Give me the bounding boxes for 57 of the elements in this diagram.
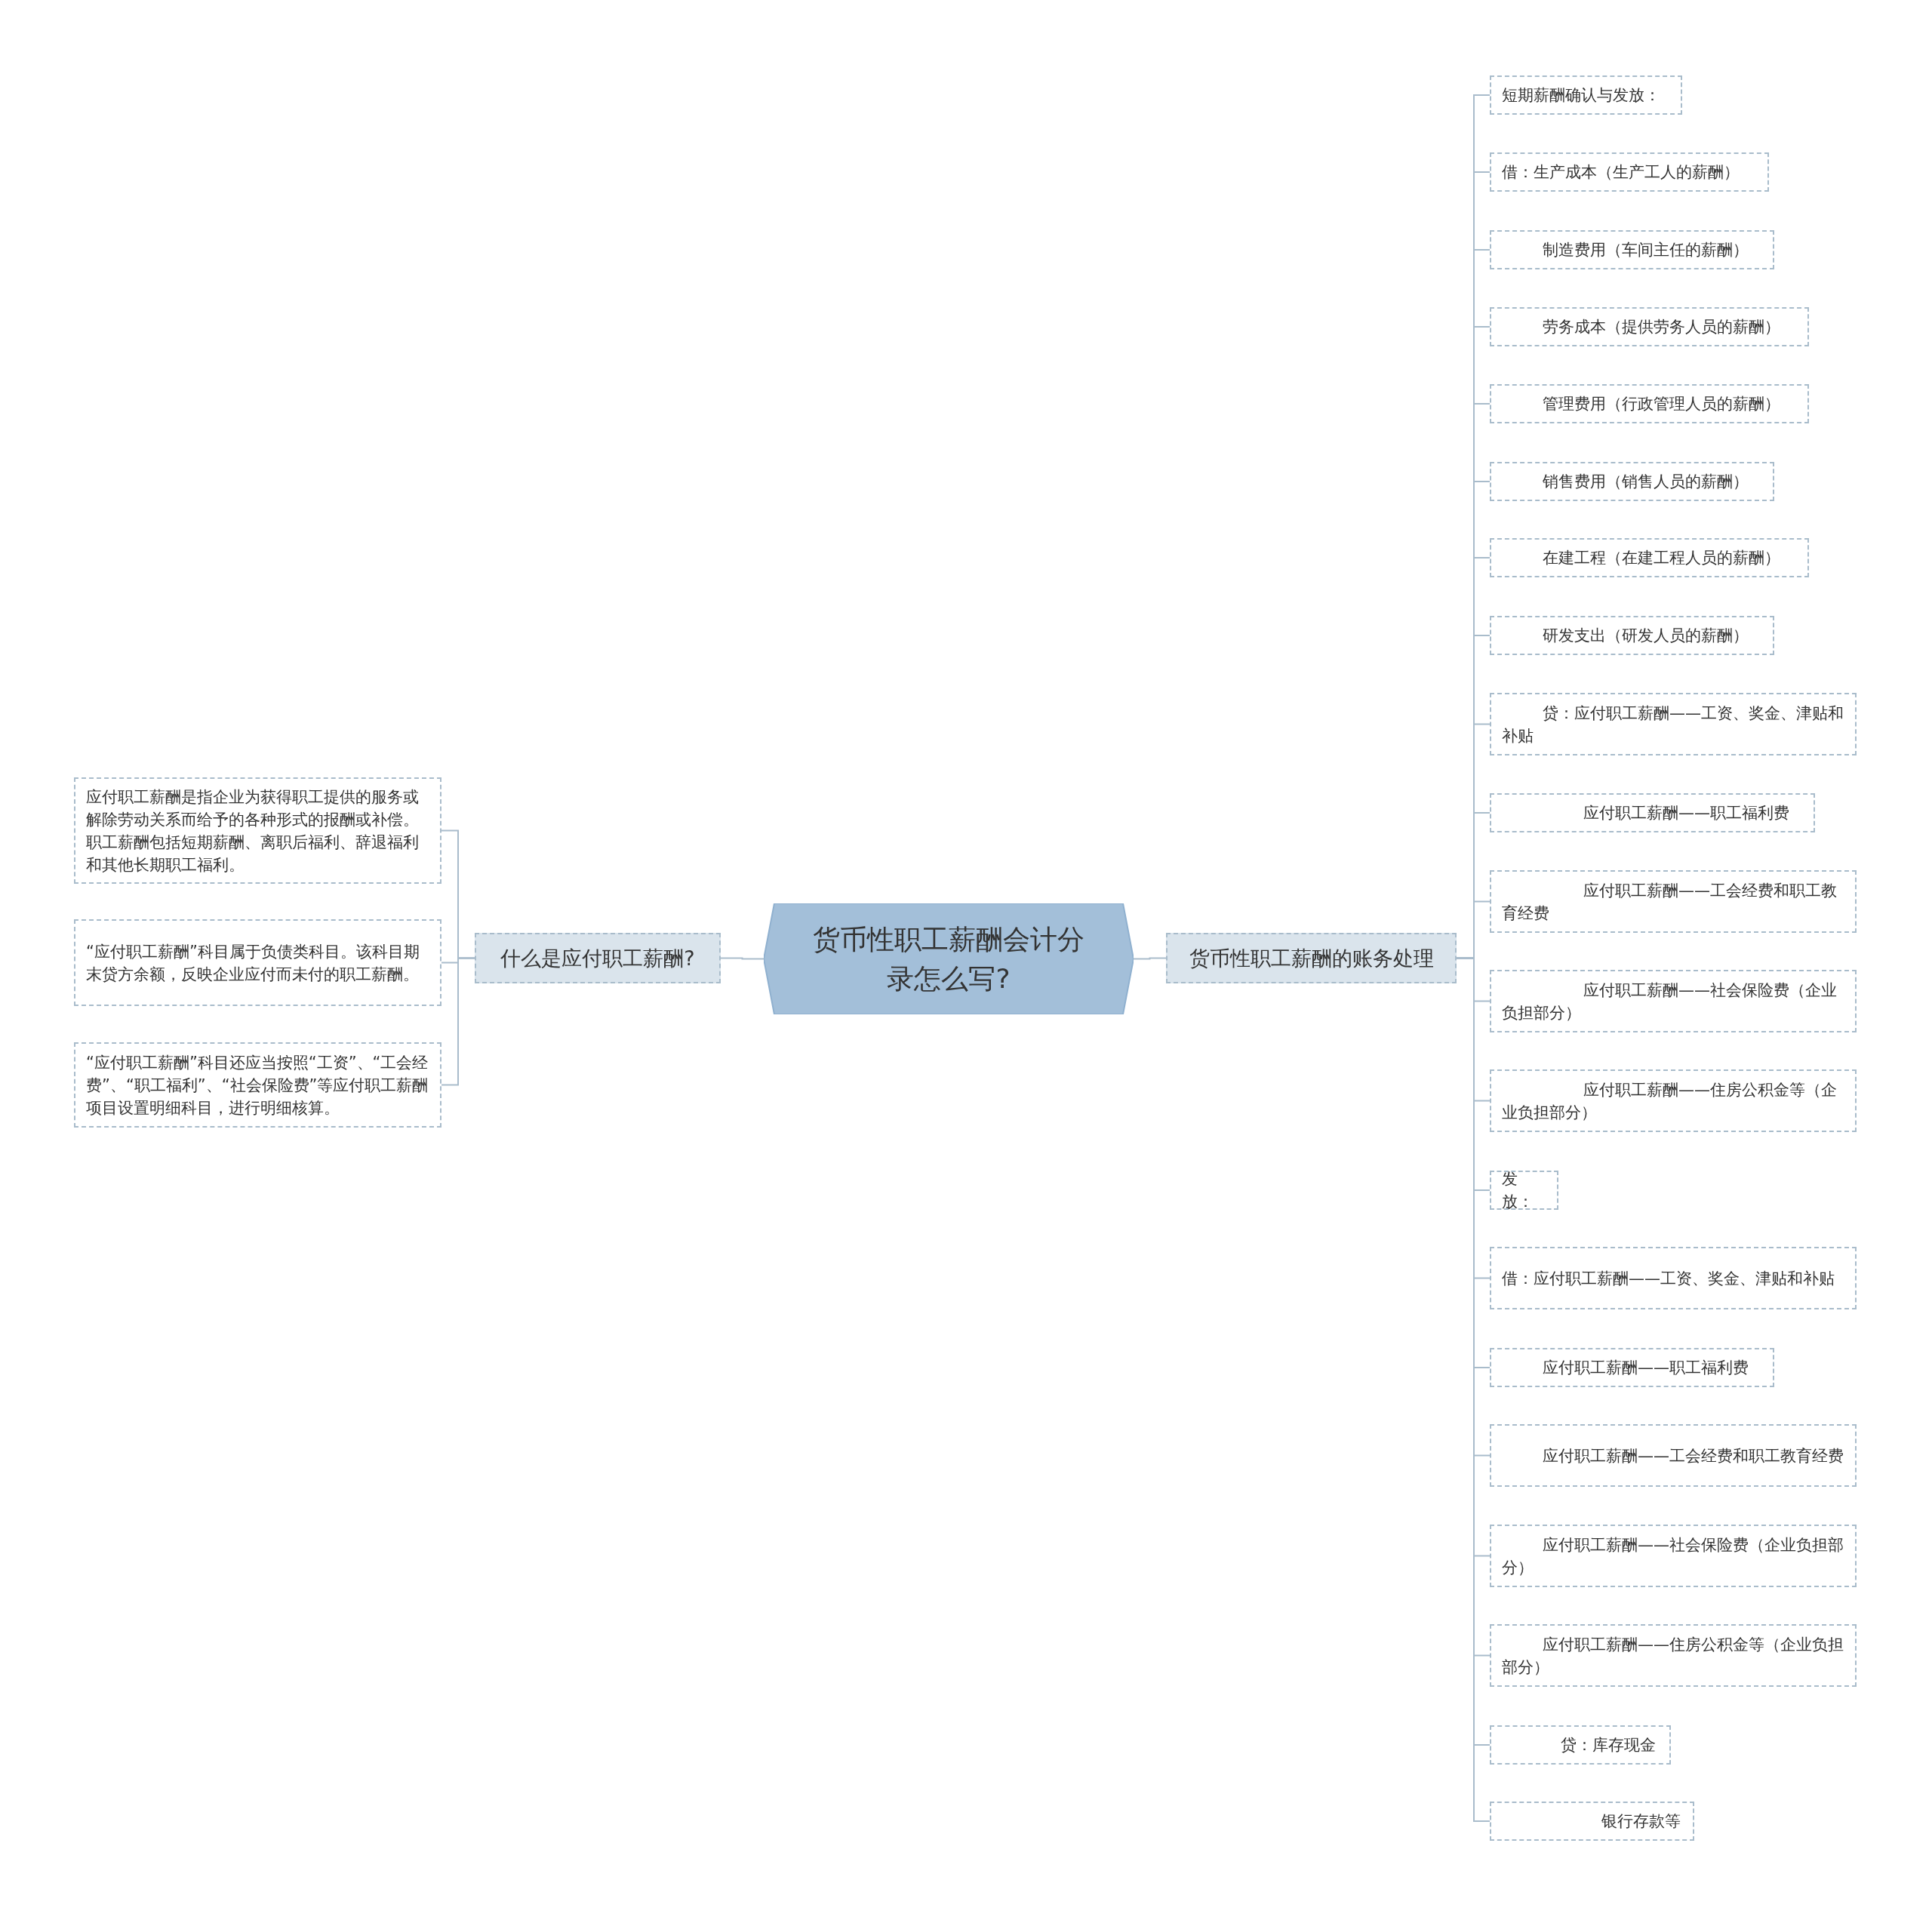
note-text: 制造费用（车间主任的薪酬） <box>1542 240 1749 260</box>
note-text: 借：生产成本（生产工人的薪酬） <box>1502 162 1740 183</box>
leaf-note-box <box>1490 616 1774 655</box>
note-text: 应付职工薪酬——工会经费和职工教育经费 <box>1502 880 1838 924</box>
leaf-note-box <box>1490 1069 1857 1132</box>
leaf-note-box <box>1490 1725 1671 1765</box>
note-text: 银行存款等 <box>1601 1811 1681 1832</box>
leaf-note-box <box>1490 462 1774 501</box>
leaf-note-box <box>1490 538 1809 577</box>
note-text: 应付职工薪酬——住房公积金等（企业负担部分） <box>1502 1079 1838 1123</box>
branch-topic-box <box>1166 933 1457 983</box>
note-text: 劳务成本（提供劳务人员的薪酬） <box>1542 317 1780 337</box>
note-text: 在建工程（在建工程人员的薪酬） <box>1542 548 1780 568</box>
leaf-note-box <box>74 777 441 884</box>
note-text: 应付职工薪酬是指企业为获得职工提供的服务或解除劳动关系而给予的各种形式的报酬或补偿。职工薪酬包括短期薪酬、离职后福利、辞退福利和其他长期职工福利。 <box>86 786 420 875</box>
note-text: 应付职工薪酬——职工福利费 <box>1583 803 1789 823</box>
note-text: 应付职工薪酬——工会经费和职工教育经费 <box>1542 1445 1844 1466</box>
leaf-note-box <box>1490 307 1809 346</box>
leaf-note-box <box>1490 1247 1857 1309</box>
leaf-note-box <box>1490 1348 1774 1387</box>
topic-title: 什么是应付职工薪酬? <box>500 945 695 971</box>
note-text: 销售费用（销售人员的薪酬） <box>1542 472 1749 492</box>
connector-line <box>441 957 475 1086</box>
topic-title: 货币性职工薪酬的账务处理 <box>1189 945 1434 971</box>
topic-title: 货币性职工薪酬会计分录怎么写? <box>812 922 1085 995</box>
leaf-note-box <box>1490 793 1815 832</box>
leaf-note-box <box>1490 1171 1558 1210</box>
leaf-note-box <box>1490 384 1809 423</box>
leaf-note-box <box>1490 1424 1857 1487</box>
leaf-note-box <box>1490 230 1774 269</box>
central-topic-hexagon <box>764 903 1134 1014</box>
note-text: 贷：应付职工薪酬——工资、奖金、津贴和补贴 <box>1502 703 1844 746</box>
note-text: 应付职工薪酬——社会保险费（企业负担部分） <box>1502 980 1838 1023</box>
note-text: 短期薪酬确认与发放： <box>1502 85 1660 106</box>
note-text: 管理费用（行政管理人员的薪酬） <box>1542 394 1780 414</box>
note-text: 贷：库存现金 <box>1560 1735 1656 1755</box>
note-text: “应付职工薪酬”科目属于负债类科目。该科目期末贷方余额，反映企业应付而未付的职工薪酬。 <box>86 941 420 985</box>
leaf-note-box <box>1490 75 1682 115</box>
note-text: 借：应付职工薪酬——工资、奖金、津贴和补贴 <box>1502 1268 1835 1289</box>
note-text: “应付职工薪酬”科目还应当按照“工资”、“工会经费”、“职工福利”、“社会保险费”等应付职工薪酬项目设置明细科目，进行明细核算。 <box>86 1052 429 1119</box>
branch-topic-box <box>475 933 721 983</box>
leaf-note-box <box>74 919 441 1006</box>
note-text: 研发支出（研发人员的薪酬） <box>1542 626 1749 646</box>
leaf-note-box <box>74 1042 441 1128</box>
note-text: 应付职工薪酬——职工福利费 <box>1542 1358 1749 1378</box>
leaf-note-box <box>1490 1802 1694 1841</box>
leaf-note-box <box>1490 693 1857 755</box>
connector-line <box>720 957 764 960</box>
connector-line <box>1133 957 1167 960</box>
leaf-note-box <box>1490 870 1857 933</box>
leaf-note-box <box>1490 970 1857 1032</box>
note-text: 应付职工薪酬——住房公积金等（企业负担部分） <box>1502 1634 1844 1678</box>
note-text: 发放： <box>1502 1169 1534 1212</box>
leaf-note-box <box>1490 1624 1857 1687</box>
leaf-note-box <box>1490 152 1769 192</box>
note-text: 应付职工薪酬——社会保险费（企业负担部分） <box>1502 1534 1844 1578</box>
leaf-note-box <box>1490 1525 1857 1587</box>
